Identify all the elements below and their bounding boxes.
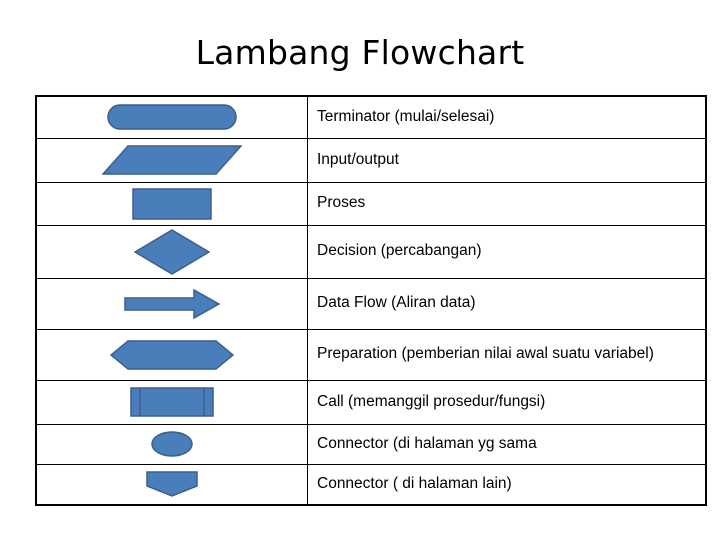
table-row: Call (memanggil prosedur/fungsi) xyxy=(35,379,707,425)
symbol-cell-preparation xyxy=(35,328,308,381)
symbol-cell-connector-other-page xyxy=(35,463,308,506)
table-row: Input/output xyxy=(35,137,707,183)
decision-shape xyxy=(37,228,307,275)
symbol-cell-decision xyxy=(35,224,308,279)
symbol-cell-connector-same-page xyxy=(35,423,308,465)
label-input-output: Input/output xyxy=(307,137,707,183)
table-body: Terminator (mulai/selesai) Input/output xyxy=(35,95,707,506)
table-row: Preparation (pemberian nilai awal suatu … xyxy=(35,328,707,381)
label-call: Call (memanggil prosedur/fungsi) xyxy=(307,379,707,425)
preparation-shape xyxy=(37,339,307,370)
label-connector-same-page: Connector (di halaman yg sama xyxy=(307,423,707,465)
label-process: Proses xyxy=(307,181,707,226)
table-row: Terminator (mulai/selesai) xyxy=(35,95,707,139)
label-data-flow: Data Flow (Aliran data) xyxy=(307,277,707,330)
label-terminator: Terminator (mulai/selesai) xyxy=(307,95,707,139)
symbol-cell-process xyxy=(35,181,308,226)
symbol-cell-terminator xyxy=(35,95,308,139)
table-row: Decision (percabangan) xyxy=(35,224,707,279)
table-row: Connector ( di halaman lain) xyxy=(35,463,707,506)
call-shape xyxy=(37,387,307,417)
table-row: Data Flow (Aliran data) xyxy=(35,277,707,330)
label-decision: Decision (percabangan) xyxy=(307,224,707,279)
data-flow-shape xyxy=(37,288,307,319)
connector-same-page-shape xyxy=(37,431,307,457)
label-connector-other-page: Connector ( di halaman lain) xyxy=(307,463,707,506)
table-row: Proses xyxy=(35,181,707,226)
process-shape xyxy=(37,187,307,220)
symbol-cell-input-output xyxy=(35,137,308,183)
connector-other-page-shape xyxy=(37,471,307,498)
flowchart-symbols-table: Terminator (mulai/selesai) Input/output xyxy=(35,95,707,506)
table-row: Connector (di halaman yg sama xyxy=(35,423,707,465)
symbol-cell-data-flow xyxy=(35,277,308,330)
symbol-cell-call xyxy=(35,379,308,425)
page-title: Lambang Flowchart xyxy=(195,33,525,72)
label-preparation: Preparation (pemberian nilai awal suatu … xyxy=(307,328,707,381)
terminator-shape xyxy=(37,104,307,130)
input-output-shape xyxy=(37,145,307,175)
